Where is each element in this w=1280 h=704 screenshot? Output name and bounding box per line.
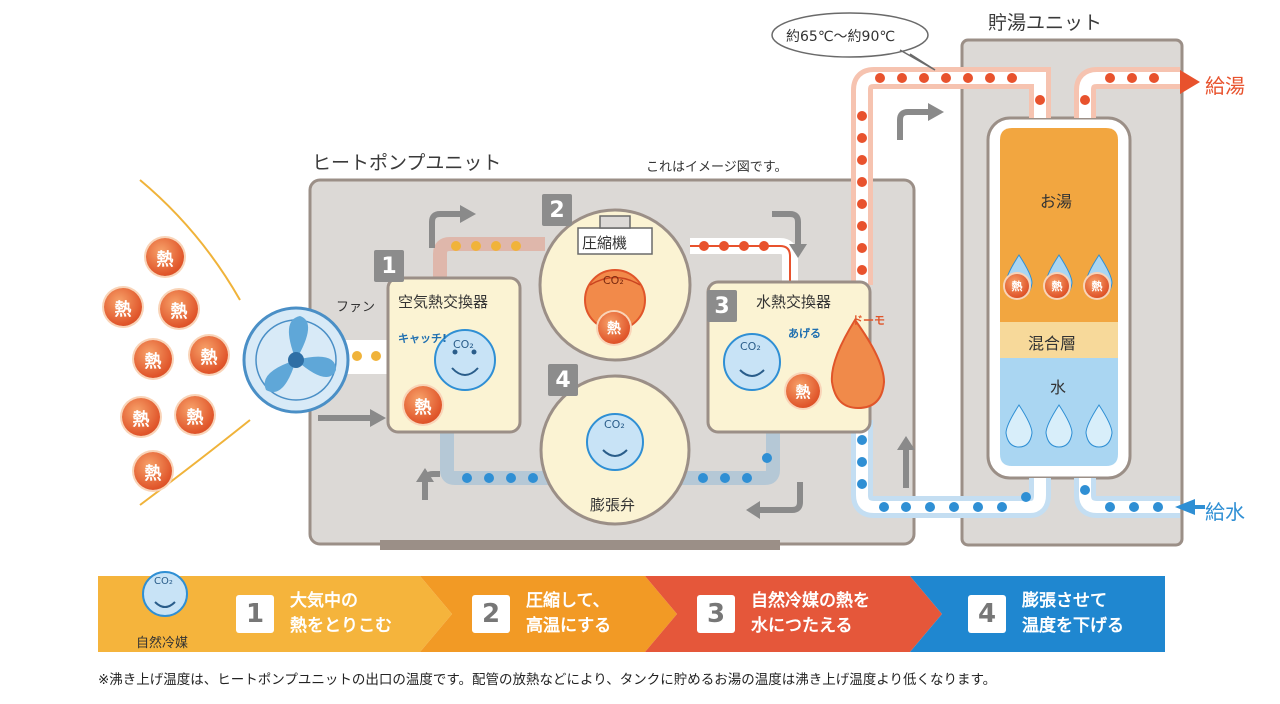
natural-refrigerant-label: 自然冷媒 <box>136 636 189 651</box>
step-number-3: 3 <box>707 290 737 322</box>
pipe-hot-water-out <box>1074 67 1200 118</box>
pipe-fan-to-airhx <box>345 340 390 374</box>
step-2-number: 2 <box>472 595 510 633</box>
pipe-water-in <box>1074 478 1205 518</box>
expansion-valve <box>539 374 691 526</box>
pipe-cold-loop <box>440 430 780 485</box>
heat-particle: 熱 <box>134 452 172 490</box>
step-1-line2: 熱をとりこむ <box>290 616 392 636</box>
heat-pump-unit-title: ヒートポンプユニット <box>312 152 502 174</box>
fan-label: ファン <box>336 300 376 315</box>
step-number-2: 2 <box>542 194 572 226</box>
catch-text: キャッチ! <box>398 332 448 345</box>
flow-arrowheads <box>370 103 944 519</box>
heat-particle-tank: 熱 <box>1045 274 1069 298</box>
heat-particle: 熱 <box>160 290 198 328</box>
step-3-text: 自然冷媒の熱を 水につたえる <box>751 589 870 639</box>
heat-particle: 熱 <box>190 336 228 374</box>
pipe-compressor-to-waterhx <box>690 238 798 282</box>
heat-particle: 熱 <box>134 340 172 378</box>
heat-particle-tank: 熱 <box>1085 274 1109 298</box>
step-3-number: 3 <box>697 595 735 633</box>
heat-pump-base <box>380 540 780 550</box>
co2-text-legend: CO₂ <box>154 576 173 587</box>
footnote: ※沸き上げ温度は、ヒートポンプユニットの出口の温度です。配管の放熱などにより、タ… <box>98 672 997 688</box>
step-2-line2: 高温にする <box>526 616 612 636</box>
co2-character-airhx <box>434 329 496 391</box>
step-number-4: 4 <box>548 364 578 396</box>
water-in-label: 給水 <box>1205 500 1245 524</box>
step-2-text: 圧縮して、 高温にする <box>526 589 611 639</box>
heat-particle-tank: 熱 <box>1005 274 1029 298</box>
tank-water-drops <box>1005 404 1113 448</box>
heat-particle: 熱 <box>104 288 142 326</box>
step-1-text: 大気中の 熱をとりこむ <box>290 589 392 639</box>
co2-text-airhx: CO₂ <box>453 338 474 351</box>
heat-particle-compressor: 熱 <box>598 312 630 344</box>
hot-water-drop-character <box>830 318 886 410</box>
legend-co2-character <box>142 571 188 617</box>
step-3-line2: 水につたえる <box>751 616 853 636</box>
compressor <box>538 208 692 362</box>
step-3-line1: 自然冷媒の熱を <box>751 591 870 611</box>
thanks-text: ドーモ <box>852 314 885 327</box>
fan-icon <box>242 306 350 414</box>
heat-particle-airhx: 熱 <box>404 386 442 424</box>
step-2-line1: 圧縮して、 <box>526 591 610 611</box>
co2-text-compressor: CO₂ <box>603 274 624 287</box>
expansion-valve-label: 膨張弁 <box>590 496 636 514</box>
heat-particle: 熱 <box>146 238 184 276</box>
hot-water-out-label: 給湯 <box>1205 74 1245 98</box>
heat-particle: 熱 <box>122 398 160 436</box>
step-4-number: 4 <box>968 595 1006 633</box>
pipe-hot-to-storage <box>851 67 1051 285</box>
air-arc-top <box>139 179 241 301</box>
water-hx-label: 水熱交換器 <box>756 293 832 311</box>
heat-particle-waterhx: 熱 <box>786 374 820 408</box>
image-note: これはイメージ図です。 <box>646 160 788 175</box>
pipe-airhx-to-compressor <box>433 237 545 280</box>
temp-bubble-text: 約65℃～約90℃ <box>786 29 896 45</box>
step-1-number: 1 <box>236 595 274 633</box>
tank-mixed-layer-label: 混合層 <box>1028 334 1077 353</box>
air-hx-label: 空気熱交換器 <box>398 293 489 311</box>
step-1-line1: 大気中の <box>290 591 358 611</box>
step-4-line2: 温度を下げる <box>1022 616 1124 636</box>
give-text: あげる <box>788 327 821 340</box>
step-4-text: 膨張させて 温度を下げる <box>1022 589 1124 639</box>
heat-particle: 熱 <box>176 396 214 434</box>
co2-text-waterhx: CO₂ <box>740 340 761 353</box>
step-number-1: 1 <box>374 250 404 282</box>
tank-hot-water-label: お湯 <box>1040 192 1073 211</box>
compressor-label: 圧縮機 <box>582 234 628 252</box>
co2-text-valve: CO₂ <box>604 418 625 431</box>
tank-water-label: 水 <box>1050 378 1067 397</box>
temp-bubble <box>771 12 936 71</box>
step-4-line1: 膨張させて <box>1022 591 1107 611</box>
co2-character-waterhx <box>723 333 781 391</box>
air-arc-bottom <box>139 419 251 506</box>
storage-unit-title: 貯湯ユニット <box>988 12 1103 34</box>
pipe-cold-from-storage <box>851 420 1051 518</box>
